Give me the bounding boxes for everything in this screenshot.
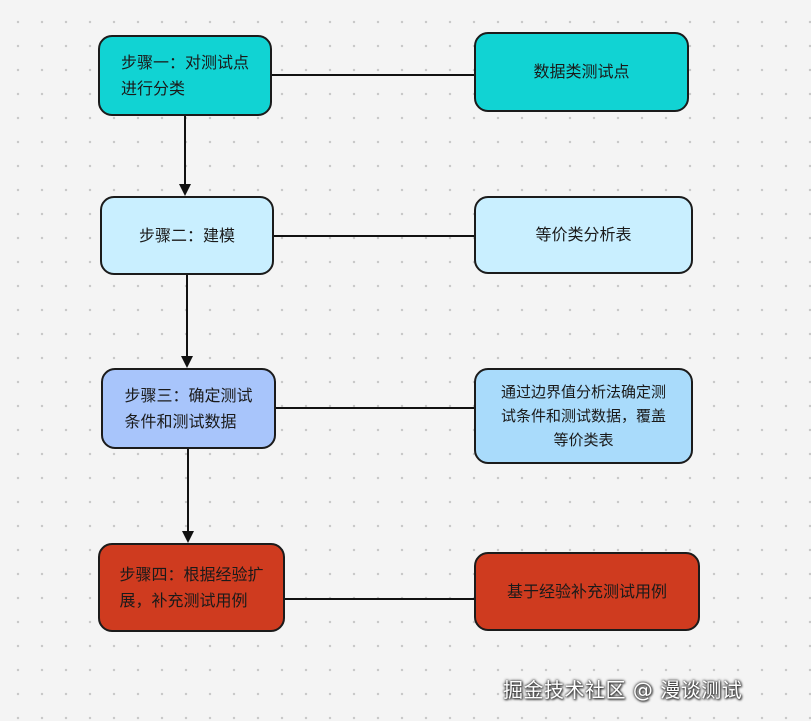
step-3-label: 步骤三：确定测试 条件和测试数据: [124, 385, 253, 431]
output-2-node: 等价类分析表: [474, 196, 693, 274]
step-1-node: 步骤一：对测试点 进行分类: [98, 35, 272, 116]
step-3-node: 步骤三：确定测试 条件和测试数据: [101, 368, 276, 449]
step-2-label: 步骤二：建模: [138, 225, 235, 245]
step-2-node: 步骤二：建模: [100, 196, 274, 275]
watermark-text: 掘金技术社区 @ 漫谈测试: [503, 678, 743, 702]
step-1-label: 步骤一：对测试点 进行分类: [120, 52, 249, 98]
step-4-label: 步骤四：根据经验扩 展，补充测试用例: [119, 564, 264, 610]
output-1-label: 数据类测试点: [533, 62, 630, 81]
output-1-node: 数据类测试点: [474, 32, 689, 112]
output-2-label: 等价类分析表: [535, 225, 632, 244]
step-4-node: 步骤四：根据经验扩 展，补充测试用例: [98, 543, 285, 632]
output-4-label: 基于经验补充测试用例: [506, 581, 667, 601]
output-3-label: 通过边界值分析法确定测 试条件和测试数据，覆盖 等价类表: [500, 383, 666, 449]
output-4-node: 基于经验补充测试用例: [474, 552, 700, 631]
output-3-node: 通过边界值分析法确定测 试条件和测试数据，覆盖 等价类表: [474, 368, 693, 464]
